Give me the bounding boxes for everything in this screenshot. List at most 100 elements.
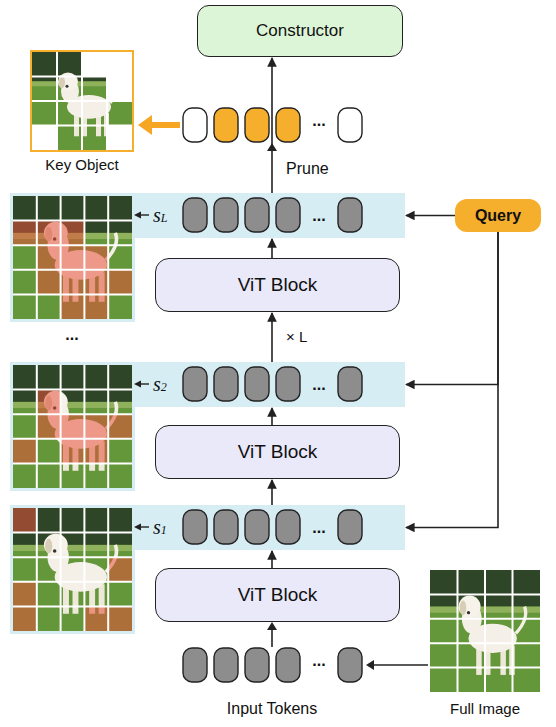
grid-line [32, 100, 132, 102]
pruned-cell [107, 126, 132, 151]
orange-arrow-head [138, 115, 152, 135]
attention-cell [13, 508, 37, 533]
box-label: ViT Block [238, 274, 318, 296]
grid-line [83, 196, 85, 319]
attention-cell [84, 245, 108, 270]
token [183, 648, 207, 682]
attention-cell [37, 414, 61, 439]
connector-arrow [271, 408, 273, 425]
grid-line [107, 196, 109, 319]
ellipsis: ... [304, 519, 334, 537]
box-label: Constructor [256, 21, 344, 41]
band-group [10, 505, 405, 634]
grid-line [13, 269, 132, 271]
attention-cell [13, 439, 37, 464]
pruned-row [183, 108, 362, 151]
band-background [10, 362, 405, 407]
band-group [10, 193, 405, 322]
band-group [10, 362, 405, 491]
attention-cell [61, 294, 85, 319]
edge-label: Prune [284, 160, 331, 178]
arrow-head [134, 212, 141, 219]
token [338, 648, 362, 682]
trees [13, 365, 132, 402]
connector-arrow [271, 551, 273, 568]
pruned-cell [82, 52, 107, 77]
connector-arrow [271, 313, 273, 362]
token [183, 198, 207, 232]
token [214, 648, 238, 682]
attention-cell [13, 221, 37, 246]
key-object-image [31, 51, 180, 151]
token-band: s1... [10, 505, 405, 550]
box-label: ViT Block [238, 584, 318, 606]
grid-line [430, 642, 540, 644]
token [338, 108, 362, 142]
grid-line [13, 438, 132, 440]
pruned-cell [107, 77, 132, 102]
row-caption: Input Tokens [212, 700, 332, 718]
edge-label-holder: Prune [284, 160, 331, 178]
band-background [10, 193, 135, 322]
attention-cell [108, 557, 132, 582]
label-holder: ... [12, 326, 132, 344]
arrow-line [373, 664, 428, 666]
connector-arrow [406, 232, 498, 528]
grid-line [13, 556, 132, 558]
arrow-head [366, 660, 374, 670]
ellipsis: ... [304, 376, 334, 394]
token [183, 367, 207, 401]
dog-head [459, 596, 481, 618]
grid-line [13, 605, 132, 607]
token [338, 198, 362, 232]
token [245, 648, 269, 682]
input-row [183, 622, 362, 682]
grid-line [60, 508, 62, 631]
connector-arrow [271, 480, 273, 505]
vit-block: ViT Block [155, 568, 400, 622]
grid-line [36, 508, 38, 631]
leader-line [140, 214, 149, 215]
leader-line [140, 383, 149, 384]
query-box: Query [455, 199, 541, 232]
vit-block: ViT Block [155, 425, 400, 479]
token [338, 367, 362, 401]
vit-block: ViT Block [155, 258, 400, 312]
grid-line [13, 532, 132, 534]
dog-nose [53, 549, 57, 553]
token-band: sL... [10, 193, 405, 238]
grid-line [13, 389, 132, 391]
arrow-head [134, 524, 141, 531]
image-caption: Full Image [425, 700, 545, 717]
dog-tail [516, 607, 526, 634]
grid-line [13, 413, 132, 415]
label-holder: Full Image [425, 700, 545, 717]
grass [13, 365, 132, 488]
token [245, 367, 269, 401]
grid-line [36, 196, 38, 319]
grid-line [13, 220, 132, 222]
grid-line [430, 667, 540, 669]
orange-arrow [150, 122, 180, 128]
dog-nose [66, 85, 69, 88]
dog-ear [45, 539, 52, 554]
grid-line [512, 570, 514, 692]
edge-label: × L [284, 328, 309, 345]
token [214, 108, 238, 142]
arrow-line [271, 629, 273, 647]
label-holder: Key Object [22, 156, 142, 173]
token [183, 108, 207, 142]
grid-line [457, 570, 459, 692]
grid-line [107, 508, 109, 631]
attention-cell [13, 582, 37, 607]
attention-cell [37, 390, 61, 415]
ellipsis: ... [259, 112, 379, 130]
grid-line [60, 365, 62, 488]
label-holder: Input Tokens [212, 700, 332, 718]
grid-line [13, 581, 132, 583]
connector-arrow [271, 239, 273, 258]
score-label: s1 [153, 516, 183, 539]
dog-ear [460, 601, 467, 616]
ellipsis: ... [12, 326, 132, 344]
token [276, 648, 300, 682]
